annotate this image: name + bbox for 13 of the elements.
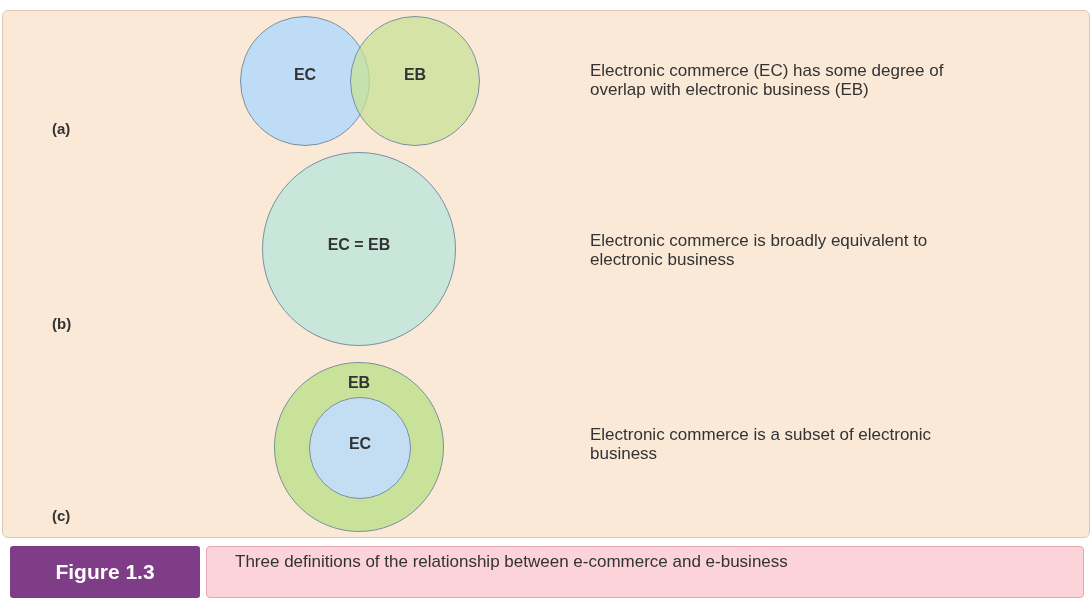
panel-letter: (c)	[52, 508, 72, 525]
description-text: Electronic commerce is broadly equivalent to electronic business	[590, 232, 929, 270]
description-text: Electronic commerce (EC) has some degree of overlap with electronic business (EB)	[590, 62, 945, 100]
circle-label: EB	[347, 374, 371, 392]
circle-label: EC	[348, 435, 372, 453]
panel-letter: (b)	[52, 316, 73, 333]
panel-letter: (a)	[52, 121, 72, 138]
caption-text: Three definitions of the relationship between e-commerce and e-business	[206, 546, 1084, 598]
description-text: Electronic commerce is a subset of electronic business	[590, 426, 933, 464]
figure-number-tag: Figure 1.3	[10, 546, 200, 598]
circle-label: EC = EB	[327, 236, 391, 254]
circle-label: EB	[403, 66, 427, 84]
circle-label: EC	[293, 66, 317, 84]
